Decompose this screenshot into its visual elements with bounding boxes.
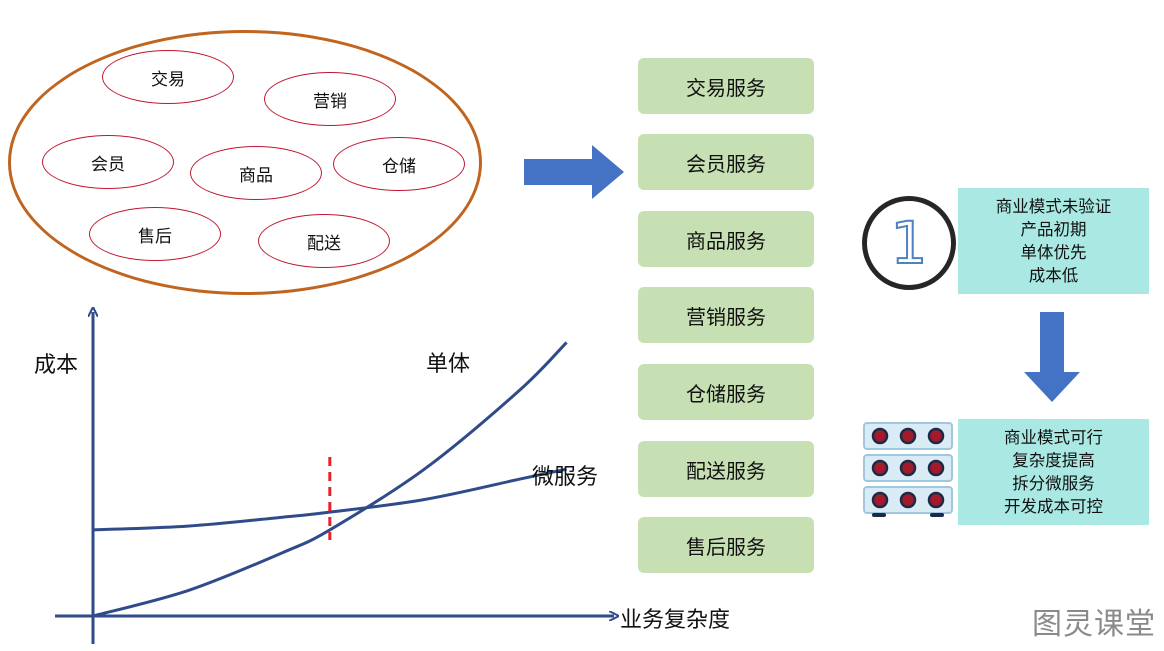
stage-number: 1 (891, 213, 928, 273)
service-peisong: 配送服务 (638, 441, 814, 497)
monolith-cost-curve (92, 341, 568, 618)
service-huiyuan: 会员服务 (638, 134, 814, 190)
service-shouhou: 售后服务 (638, 517, 814, 573)
note-line: 成本低 (1028, 266, 1079, 285)
service-cangchu: 仓储服务 (638, 364, 814, 420)
note-line: 商业模式可行 (1004, 428, 1103, 447)
monolith-ellipse: 交易 营销 会员 商品 仓储 售后 配送 (8, 30, 482, 295)
arrow-down-icon (1024, 312, 1080, 402)
microservice-cost-curve (92, 467, 567, 532)
module-shangpin: 商品 (190, 146, 322, 200)
module-yingxiao: 营销 (264, 72, 396, 126)
module-huiyuan: 会员 (42, 135, 174, 189)
y-axis-label: 成本 (34, 353, 78, 378)
server-rack-icon (863, 422, 953, 517)
series-label-microservice: 微服务 (532, 465, 598, 490)
module-peisong: 配送 (258, 214, 390, 268)
note-line: 产品初期 (1020, 220, 1087, 239)
note-line: 开发成本可控 (1004, 497, 1103, 516)
note-line: 拆分微服务 (1012, 474, 1095, 493)
note-line: 单体优先 (1020, 243, 1087, 262)
service-jiaoyi: 交易服务 (638, 58, 814, 114)
early-stage-notes: 商业模式未验证 产品初期 单体优先 成本低 (958, 188, 1149, 294)
arrow-right-icon (524, 145, 624, 199)
note-line: 复杂度提高 (1012, 451, 1095, 470)
service-yingxiao: 营销服务 (638, 287, 814, 343)
watermark: 图灵课堂 (1032, 607, 1156, 642)
mature-stage-notes: 商业模式可行 复杂度提高 拆分微服务 开发成本可控 (958, 419, 1149, 525)
cost-complexity-chart: 成本 业务复杂度 单体 微服务 (34, 300, 730, 644)
x-axis-label: 业务复杂度 (620, 608, 730, 633)
stage-number-badge: 1 (862, 196, 956, 290)
module-shouhou: 售后 (89, 207, 221, 261)
service-shangpin: 商品服务 (638, 211, 814, 267)
note-line: 商业模式未验证 (995, 197, 1112, 216)
module-cangchu: 仓储 (333, 137, 465, 191)
stage-number-glyph: 1 (890, 213, 929, 273)
series-label-monolith: 单体 (426, 352, 470, 377)
module-jiaoyi: 交易 (102, 50, 234, 104)
